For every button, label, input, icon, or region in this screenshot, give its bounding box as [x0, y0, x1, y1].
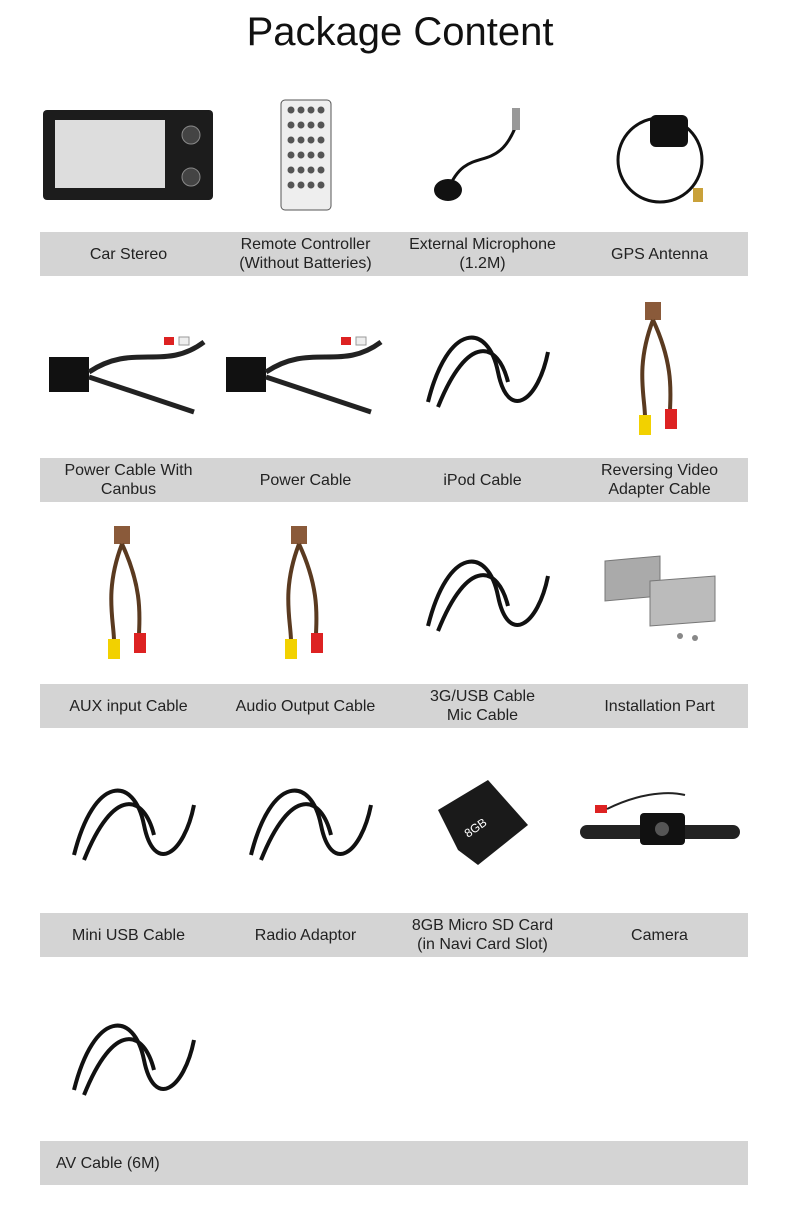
product-label: Power Cable — [259, 471, 352, 489]
product-label: Installation Part — [604, 697, 715, 715]
product-label: Remote Controller (Without Batteries) — [239, 236, 372, 272]
product-image-row: 8GB — [40, 742, 748, 908]
product-image-row — [40, 512, 748, 680]
product-label: Camera — [631, 926, 688, 944]
product-label: Car Stereo — [89, 245, 168, 263]
product-image-row — [40, 75, 748, 235]
cable-icon — [217, 742, 394, 908]
gps-icon — [571, 75, 748, 235]
product-label: 3G/USB Cable Mic Cable — [430, 688, 535, 724]
rca-cable-icon — [217, 512, 394, 680]
product-label: AV Cable (6M) — [56, 1154, 160, 1172]
product-label: Power Cable With Canbus — [64, 462, 193, 498]
product-label: Mini USB Cable — [72, 926, 185, 944]
label-bar: Car Stereo Remote Controller (Without Bat… — [40, 232, 748, 276]
product-label: AUX input Cable — [69, 697, 188, 715]
rca-cable-icon — [571, 292, 748, 452]
label-bar: Mini USB Cable Radio Adaptor 8GB Micro SD … — [40, 913, 748, 957]
product-label: Reversing Video Adapter Cable — [600, 462, 719, 498]
cable-icon — [394, 292, 571, 452]
label-bar: AUX input Cable Audio Output Cable 3G/USB … — [40, 684, 748, 728]
microphone-icon — [394, 75, 571, 235]
cable-icon — [40, 985, 217, 1135]
label-bar: AV Cable (6M) — [40, 1141, 748, 1185]
product-label: Radio Adaptor — [254, 926, 357, 944]
rca-cable-icon — [40, 512, 217, 680]
label-bar: Power Cable With Canbus Power Cable iPod C… — [40, 458, 748, 502]
product-label: GPS Antenna — [611, 245, 708, 263]
product-image-row — [40, 292, 748, 452]
brackets-icon — [571, 512, 748, 680]
page-title: Package Content — [246, 10, 554, 54]
harness-icon — [40, 292, 217, 452]
product-image-row — [40, 985, 748, 1135]
camera-icon — [571, 742, 748, 908]
product-label: 8GB Micro SD Card (in Navi Card Slot) — [411, 917, 554, 953]
product-label: iPod Cable — [443, 471, 522, 489]
product-label: External Microphone (1.2M) — [409, 236, 556, 272]
harness-icon — [217, 292, 394, 452]
sdcard-icon: 8GB — [394, 742, 571, 908]
car-stereo-icon — [40, 75, 217, 235]
cable-icon — [394, 512, 571, 680]
remote-icon — [217, 75, 394, 235]
product-label: Audio Output Cable — [235, 697, 376, 715]
cable-icon — [40, 742, 217, 908]
